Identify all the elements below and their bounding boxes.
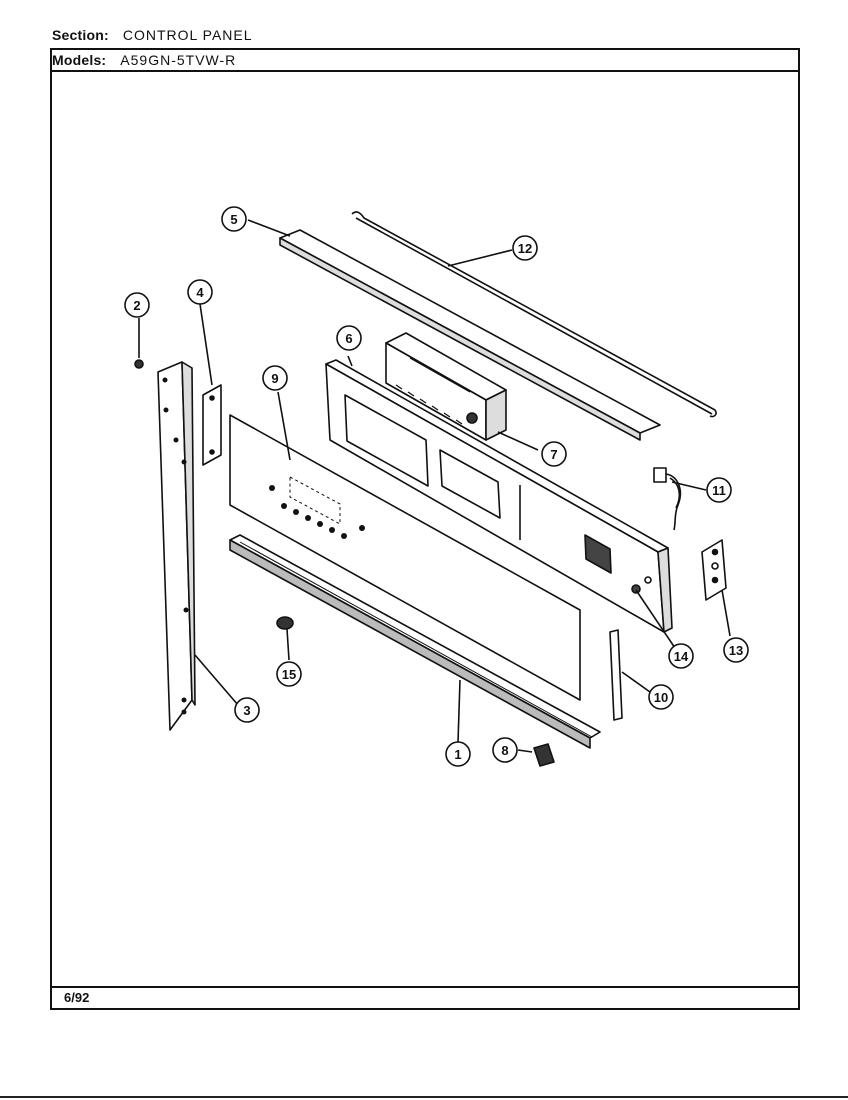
callout-13: 13 xyxy=(723,637,749,663)
models-separator xyxy=(50,70,800,72)
callout-15: 15 xyxy=(276,661,302,687)
svg-text:6: 6 xyxy=(345,331,352,346)
part-2-screw xyxy=(134,318,144,369)
footer-date: 6/92 xyxy=(64,990,90,1005)
part-8-clip xyxy=(517,743,555,767)
svg-text:11: 11 xyxy=(712,483,726,498)
part-14-screw xyxy=(635,589,676,649)
part-10-thin-strip xyxy=(609,629,651,721)
part-6-panel-back xyxy=(325,355,673,633)
part-15-knob xyxy=(276,616,294,661)
part-11-wire-connector xyxy=(653,467,707,531)
models-line: Models: A59GN-5TVW-R xyxy=(52,52,236,68)
part-9-front-overlay xyxy=(229,391,581,701)
section-line: Section: CONTROL PANEL xyxy=(52,27,253,43)
svg-text:5: 5 xyxy=(230,212,237,227)
svg-text:14: 14 xyxy=(674,649,689,664)
models-label: Models: xyxy=(52,52,107,68)
svg-text:1: 1 xyxy=(454,747,461,762)
svg-text:10: 10 xyxy=(654,690,668,705)
callout-9: 9 xyxy=(262,365,288,391)
svg-text:8: 8 xyxy=(501,743,508,758)
diagram-frame xyxy=(50,48,800,1010)
callout-10: 10 xyxy=(648,684,674,710)
svg-text:3: 3 xyxy=(243,703,250,718)
part-1-bottom-rail xyxy=(229,534,601,749)
callout-1: 1 xyxy=(445,741,471,767)
callout-11: 11 xyxy=(706,477,732,503)
callout-8: 8 xyxy=(492,737,518,763)
svg-text:4: 4 xyxy=(196,285,204,300)
svg-text:13: 13 xyxy=(729,643,743,658)
callout-balloons: 1 2 3 4 5 6 7 8 9 10 11 12 13 14 15 xyxy=(124,206,749,767)
callout-3: 3 xyxy=(234,697,260,723)
part-13-switch-bracket xyxy=(701,539,731,637)
models-value: A59GN-5TVW-R xyxy=(120,52,237,68)
svg-text:7: 7 xyxy=(550,447,557,462)
callout-7: 7 xyxy=(541,441,567,467)
callout-12: 12 xyxy=(512,235,538,261)
part-3-side-bracket xyxy=(157,361,239,731)
svg-text:12: 12 xyxy=(518,241,532,256)
svg-text:15: 15 xyxy=(282,667,296,682)
part-5-top-trim xyxy=(247,219,661,441)
svg-text:9: 9 xyxy=(271,371,278,386)
section-value: CONTROL PANEL xyxy=(122,27,253,43)
part-4-small-plate xyxy=(199,303,222,466)
callout-6: 6 xyxy=(336,325,362,351)
svg-text:2: 2 xyxy=(133,298,140,313)
footer-separator xyxy=(50,986,800,988)
callout-5: 5 xyxy=(221,206,247,232)
section-label: Section: xyxy=(52,27,109,43)
part-7-timer-module xyxy=(385,332,539,451)
part-12-rod xyxy=(351,211,717,418)
callout-14: 14 xyxy=(668,643,694,669)
page-bottom-rule xyxy=(0,1096,848,1098)
callout-2: 2 xyxy=(124,292,150,318)
callout-4: 4 xyxy=(187,279,213,305)
